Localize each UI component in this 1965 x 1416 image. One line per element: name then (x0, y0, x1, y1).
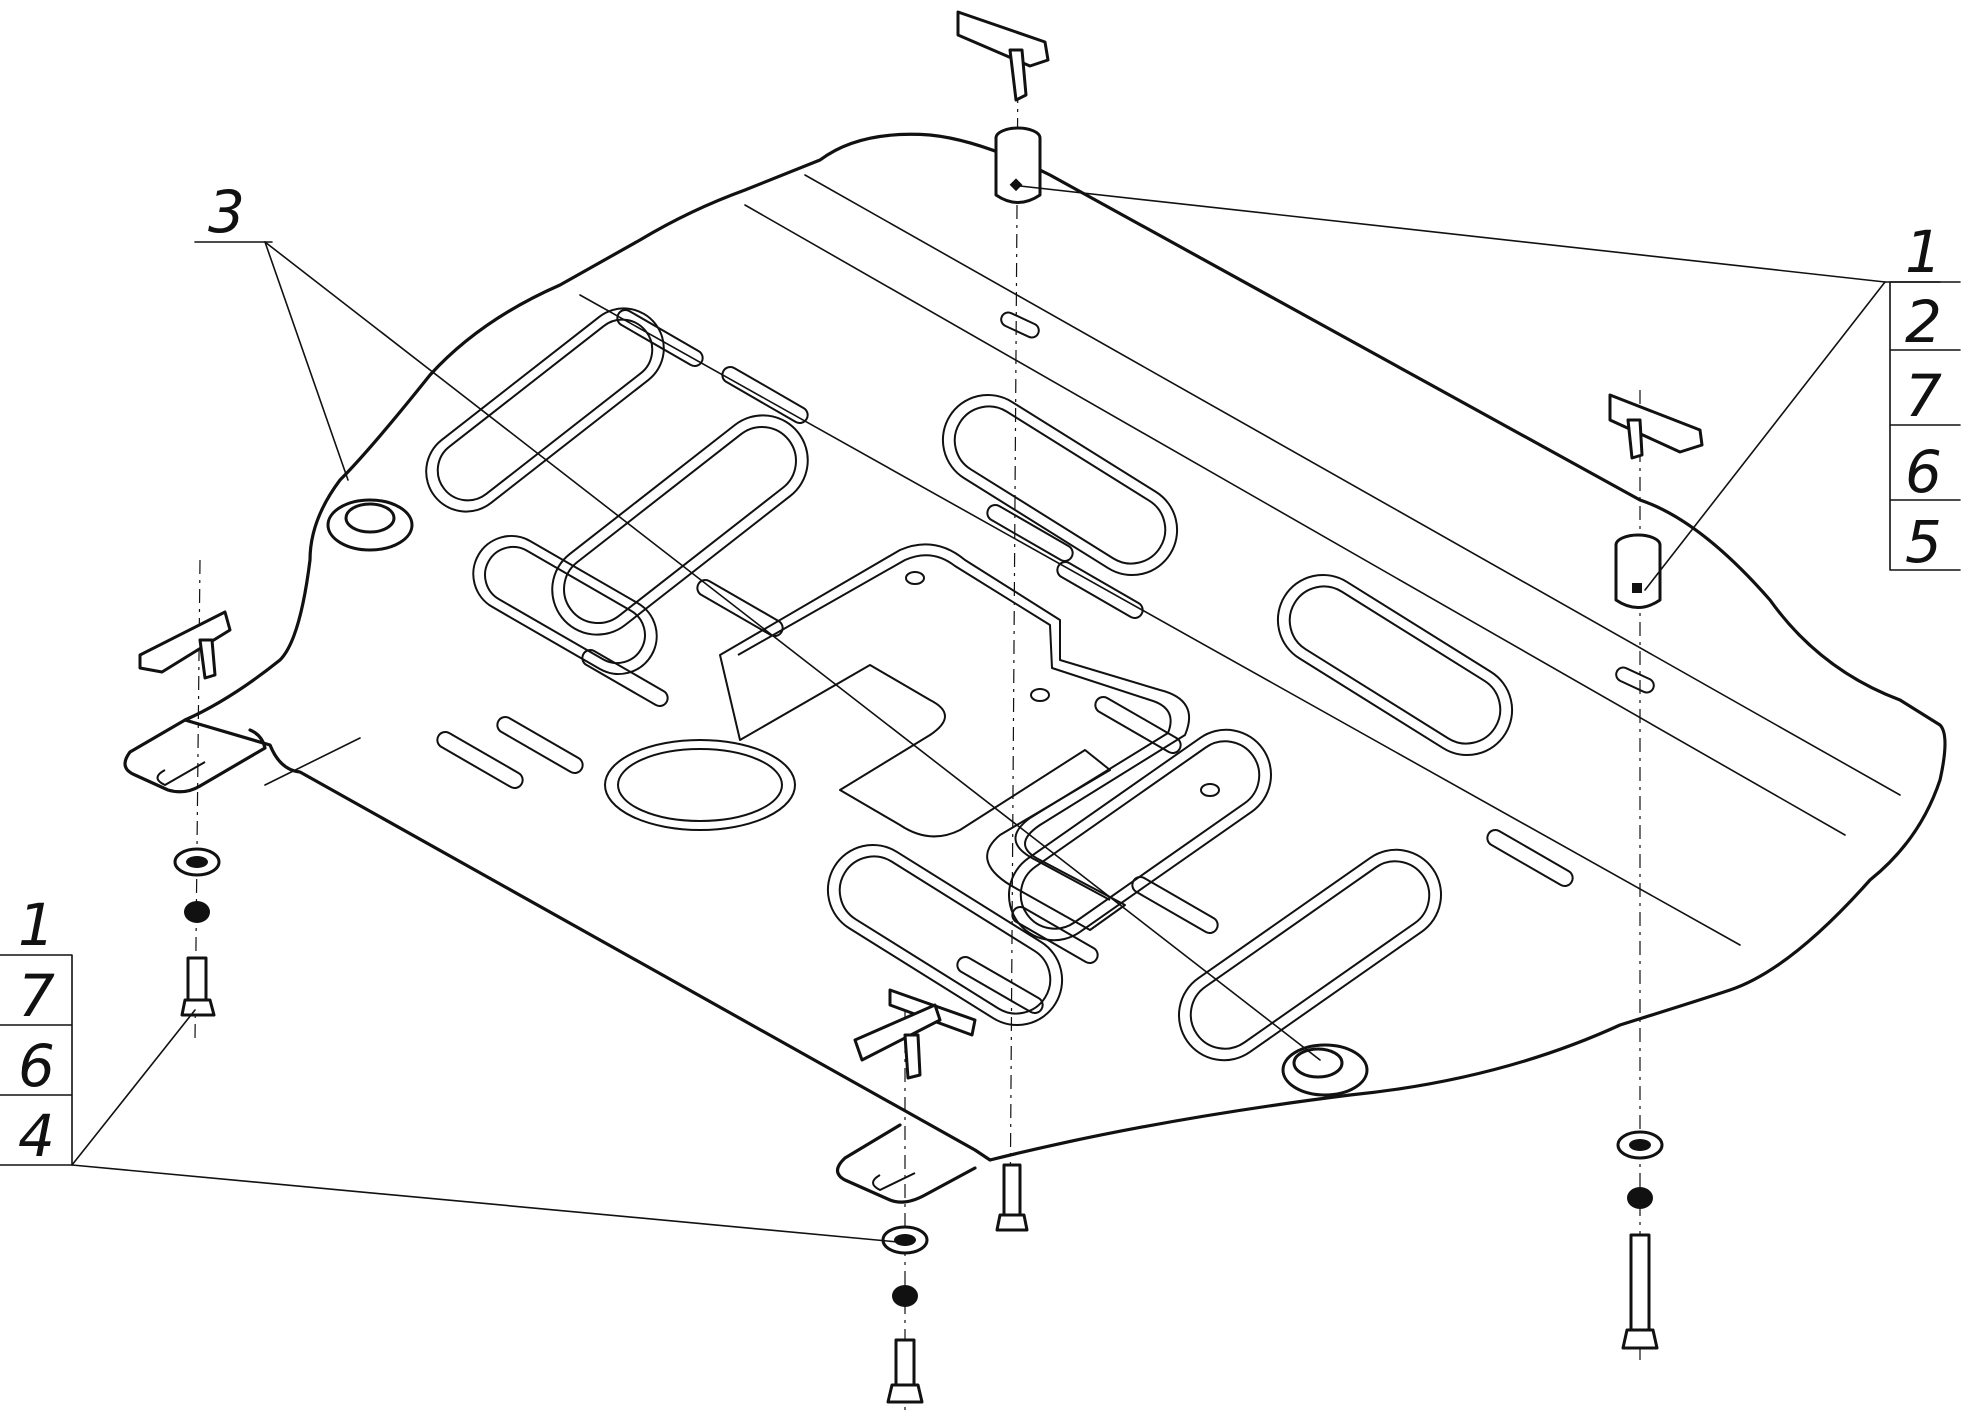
rib-6 (1177, 848, 1443, 1062)
bend-line-1 (804, 174, 1901, 796)
lock-washer-right (1627, 1187, 1653, 1209)
slot (1094, 696, 1182, 754)
washer-left (173, 847, 221, 877)
slot (581, 649, 669, 707)
slot (436, 731, 524, 789)
callout-right-2: 2 (1905, 288, 1942, 356)
clip-nut-right (1608, 393, 1704, 460)
bend-line-2 (744, 204, 1846, 836)
slot (1615, 666, 1655, 694)
slot (496, 716, 584, 774)
lug-left-slot (156, 761, 206, 786)
clip-nut-front (853, 988, 977, 1080)
bolt-front (886, 1338, 924, 1404)
callout-left-7: 7 (18, 962, 55, 1030)
callout-left-1: 1 (18, 891, 55, 959)
slot (1486, 829, 1574, 887)
callout-left-4: 4 (18, 1102, 55, 1170)
washer-right (1616, 1130, 1664, 1160)
spacer-sleeve-top (994, 126, 1042, 204)
protection-plate (123, 132, 1947, 1204)
boss-left (326, 498, 414, 552)
lug-center-slot (872, 1172, 916, 1191)
center-channel (719, 543, 1190, 931)
slot (1131, 876, 1219, 934)
slot (616, 309, 704, 367)
axis-center (1009, 59, 1019, 1231)
lock-washer-left (184, 901, 210, 923)
leader-lines (71, 185, 1941, 1243)
slot (986, 504, 1074, 562)
oval-pad (604, 739, 796, 831)
boss-right (1281, 1043, 1369, 1097)
rib-5 (826, 843, 1064, 1027)
slot (721, 366, 809, 424)
bolt-right-long (1621, 1233, 1659, 1350)
washer-front (881, 1225, 929, 1255)
hole (1030, 688, 1050, 702)
rib-7 (1007, 728, 1273, 942)
callout-left-6: 6 (18, 1032, 55, 1100)
spacer-sleeve-right (1614, 533, 1662, 609)
slot (1000, 311, 1040, 339)
callout-right-6: 6 (1905, 438, 1942, 506)
rib-3 (941, 393, 1179, 577)
rib-8-inner (484, 546, 646, 664)
hole (905, 571, 925, 585)
bolt-center (995, 1163, 1029, 1232)
stamped-ribs (425, 307, 1514, 1062)
bolt-left (180, 956, 216, 1017)
lug-left (123, 718, 267, 794)
callout-right-1: 1 (1905, 218, 1942, 286)
callout-right-5: 5 (1905, 508, 1942, 576)
hole (1200, 783, 1220, 797)
bend-line-3 (579, 294, 1741, 946)
slot (956, 956, 1044, 1014)
slot (1056, 561, 1144, 619)
callout-3: 3 (208, 178, 245, 246)
lock-washer-front (892, 1285, 918, 1307)
clip-nut-left (138, 610, 232, 680)
rib-2-inner (563, 425, 797, 625)
plate-outline (183, 132, 1947, 1162)
rib-7-inner (1019, 740, 1261, 930)
callout-stack-left: 1 7 6 4 (0, 891, 73, 1170)
center-channel-inner (737, 554, 1172, 901)
slots (436, 309, 1655, 1014)
slot (696, 579, 784, 637)
bend-line-4 (264, 737, 361, 786)
rib-4-inner (1288, 585, 1502, 745)
oval-pad-inner (617, 748, 783, 822)
lug-center (835, 1123, 977, 1204)
rib-5-inner (838, 855, 1052, 1015)
rib-1-inner (436, 318, 654, 502)
slot (1011, 906, 1099, 964)
callout-stack-right: 1 2 7 6 5 (1889, 218, 1961, 576)
rib-4 (1276, 573, 1514, 757)
clip-nut-top (956, 10, 1050, 102)
rib-8 (472, 535, 658, 675)
callout-right-7: 7 (1905, 362, 1942, 430)
rib-1 (425, 307, 665, 513)
rib-3-inner (953, 405, 1167, 565)
rib-6-inner (1189, 860, 1431, 1050)
